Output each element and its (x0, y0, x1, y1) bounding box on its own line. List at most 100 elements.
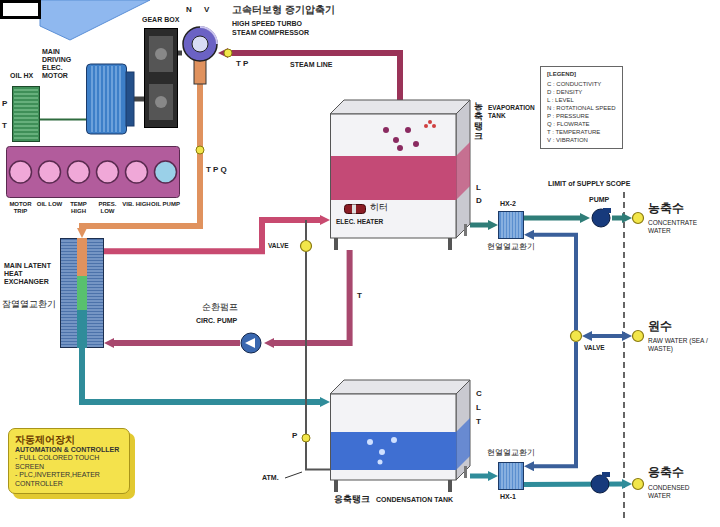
turbo-compressor-drawing-part (183, 27, 217, 61)
equipment-label: VIB. HIGH (122, 201, 151, 208)
callout-label: V (204, 6, 209, 15)
equipment-label: AUTOMATION & CONTROLLER (15, 446, 123, 454)
callout-label: P (2, 100, 7, 109)
outlet-port-drawing (632, 212, 644, 224)
latent-heat-exchanger-drawing-part (77, 238, 87, 276)
equipment-label: RAW WATER (SEA / WASTE) (648, 337, 708, 352)
callout-label: T (357, 292, 362, 301)
equipment-label: CONCENTRATE WATER (648, 219, 708, 234)
equipment-label: VALVE (584, 344, 605, 351)
drive-motor-drawing-part (92, 66, 93, 132)
drive-motor-drawing-part (108, 66, 109, 132)
evaporation-tank-drawing-part (432, 124, 436, 128)
pump-outlet (602, 472, 610, 477)
evaporation-tank-drawing-part (448, 238, 452, 250)
equipment-label: 순환펌프 (202, 302, 238, 312)
equipment-label: GEAR BOX (142, 16, 179, 24)
valve-drawing-part (571, 331, 582, 342)
legend-entry: C : CONDUCTIVITY (547, 80, 616, 88)
callout-label: C (476, 390, 482, 399)
sensor-dot (302, 434, 310, 442)
alarm-panel-drawing-part (10, 161, 32, 183)
sensible-heat-exchanger-drawing-part (511, 212, 512, 238)
drive-motor-drawing-part (100, 66, 101, 132)
equipment-label: 농축탱크 (474, 102, 483, 142)
sensible-heat-exchanger-drawing (498, 462, 524, 490)
circulation-pump-drawing-part (245, 338, 255, 348)
condensation-tank-drawing (330, 380, 470, 492)
equipment-label: 히터 (370, 202, 388, 212)
vent-line (305, 220, 307, 240)
outlet-port-drawing-part (633, 213, 644, 224)
equipment-label: HIGH SPEED TURBO STEAM COMPRESSOR (232, 20, 316, 37)
oil-heat-exchanger-drawing (12, 86, 40, 142)
sensible-heat-exchanger-drawing-part (505, 463, 506, 489)
turbo-compressor-drawing (182, 22, 218, 84)
evaporation-tank-drawing-part (424, 124, 428, 128)
sensible-heat-exchanger-drawing (498, 211, 524, 239)
equipment-label: CONDENSED WATER (648, 484, 708, 499)
callout-label: N (186, 6, 192, 15)
pipe-connector (134, 97, 144, 102)
valve: VALVE (570, 330, 582, 342)
gear-box-drawing-part (149, 84, 173, 120)
sensible-heat-exchanger-drawing-part (508, 463, 509, 489)
evaporation-tank-drawing-part (428, 120, 432, 124)
pipe-connector (592, 334, 622, 338)
equipment-label: 농축수 (648, 202, 684, 216)
pipe-connector (114, 340, 240, 346)
pump-symbol (591, 475, 609, 493)
evaporation-tank-drawing (330, 100, 470, 250)
sensible-heat-exchanger-drawing-part (520, 463, 521, 489)
sensible-heat-exchanger-drawing-part (517, 463, 518, 489)
equipment-label: 응축탱크 (334, 494, 370, 504)
equipment-label: CONDENSATION TANK (376, 496, 453, 504)
pump-drawing (590, 208, 612, 228)
equipment-label: HX-1 (500, 493, 516, 501)
valve-drawing (570, 330, 582, 342)
circulation-pump: 순환펌프CIRC. PUMP (240, 332, 264, 354)
turbo-compressor-drawing-part (192, 36, 208, 52)
condensation-tank-drawing-part (378, 460, 383, 465)
pipe-connector (612, 216, 622, 221)
banner-arrow (40, 0, 150, 40)
legend-box: [LEGEND]C : CONDUCTIVITYD : DENSITYL : L… (540, 66, 623, 149)
gear-box-drawing-part (145, 29, 178, 128)
condensation-tank-drawing-part (456, 380, 470, 480)
drive-motor-drawing-part (126, 72, 134, 126)
electric-heater: 히터ELEC. HEATER (344, 204, 366, 214)
callout-label: T (476, 418, 481, 427)
condensation-tank-drawing-part (379, 449, 385, 455)
callout-label: T (2, 122, 7, 131)
oil-heat-exchanger-drawing-part (14, 130, 38, 131)
equipment-label: 현열열교환기 (487, 242, 535, 251)
outlet-port-drawing-part (633, 479, 644, 490)
outlet-port: 농축수CONCENTRATE WATER (632, 212, 644, 224)
callout-label: T P (236, 60, 248, 69)
equipment-label: 고속터보형 증기압축기 (232, 4, 335, 16)
pipe-connector (470, 223, 488, 228)
condensation-tank-drawing-part (456, 418, 470, 470)
turbo-compressor: 고속터보형 증기압축기HIGH SPEED TURBO STEAM COMPRE… (182, 22, 218, 84)
legend-entry: V : VIBRATION (547, 136, 616, 144)
equipment-label: - FULL COLORED TOUCH SCREEN (15, 454, 123, 471)
sensor-dot (224, 49, 232, 57)
equipment-label: MOTOR TRIP (6, 201, 35, 215)
callout-label: ATM. (262, 474, 279, 482)
pipe-connector (104, 220, 320, 251)
evaporation-tank-drawing-part (464, 224, 467, 236)
pipe-connector (82, 348, 320, 402)
oil-heat-exchanger-drawing-part (14, 110, 38, 111)
equipment-label: HX-2 (500, 200, 516, 208)
leader-line (285, 472, 302, 478)
oil-heat-exchanger-drawing-part (14, 138, 38, 139)
oil-heat-exchanger-drawing-part (14, 106, 38, 107)
pipe-connector (274, 250, 350, 343)
equipment-label: CIRC. PUMP (196, 317, 237, 325)
oil-heat-exchanger-drawing-part (14, 94, 38, 95)
pipe-connector (534, 342, 576, 466)
legend-entry: N : ROTATIONAL SPEED (547, 104, 616, 112)
alarm-panel-drawing (6, 146, 180, 198)
outlet-port-drawing (632, 478, 644, 490)
